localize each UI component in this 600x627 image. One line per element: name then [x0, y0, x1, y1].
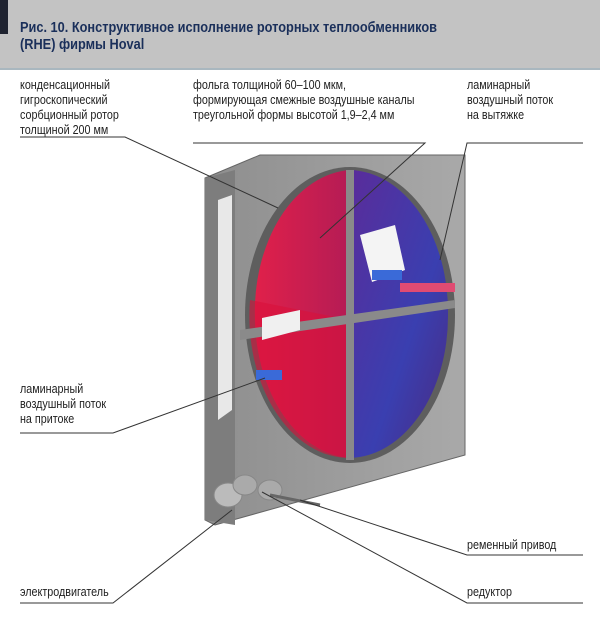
figure-title: Рис. 10. Конструктивное исполнение ротор…: [20, 20, 478, 54]
label-exhaust-airflow: ламинарный воздушный поток на вытяжке: [467, 78, 554, 122]
label-sorption-rotor: конденсационный гигроскопический сорбцио…: [20, 78, 119, 137]
drive-assembly: [213, 474, 321, 508]
label-electric-motor: электродвигатель: [20, 585, 109, 599]
figure-header: Рис. 10. Конструктивное исполнение ротор…: [0, 0, 600, 70]
header-accent-bar: [0, 0, 8, 34]
title-line-2: (RHE) фирмы Hoval: [20, 37, 145, 53]
rotor-wheel: [240, 167, 455, 463]
label-gearbox: редуктор: [467, 585, 512, 599]
title-line-1: Рис. 10. Конструктивное исполнение ротор…: [20, 20, 438, 36]
label-foil: фольга толщиной 60–100 мкм, формирующая …: [193, 78, 415, 122]
label-belt-drive: ременный привод: [467, 538, 557, 552]
label-supply-airflow: ламинарный воздушный поток на притоке: [20, 382, 107, 426]
leader-lines: [20, 136, 583, 604]
